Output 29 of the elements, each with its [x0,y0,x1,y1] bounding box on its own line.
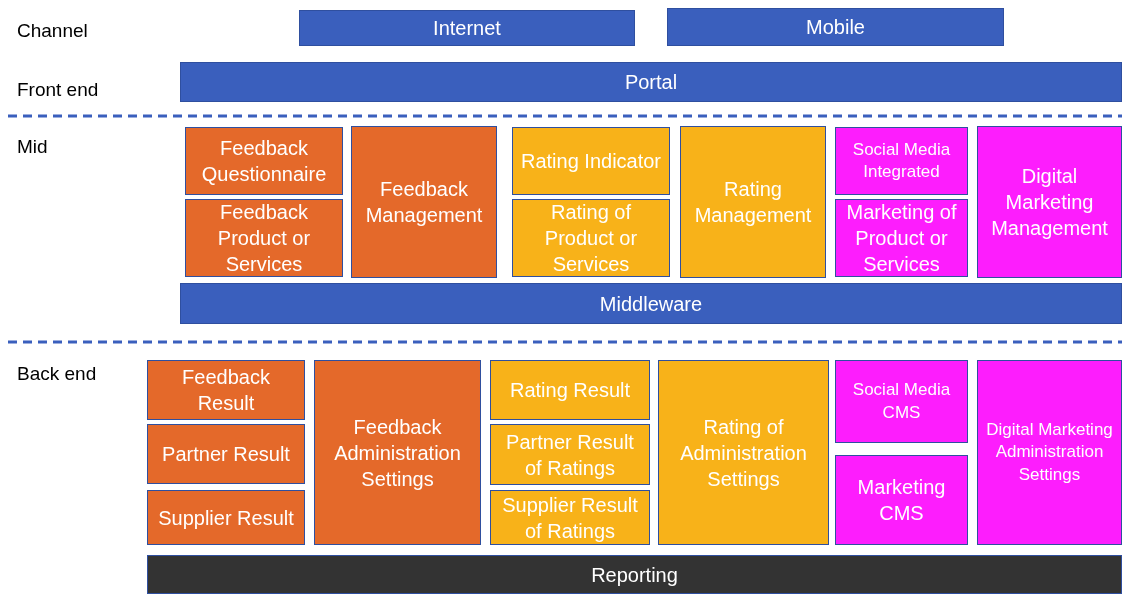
module-box: Social Media CMS [835,360,968,443]
module-box: Rating of Administration Settings [658,360,829,545]
module-box: Feedback Result [147,360,305,420]
module-box: Supplier Result [147,490,305,545]
layer-bar: Portal [180,62,1122,102]
module-box: Social Media Integrated [835,127,968,195]
module-box: Digital Marketing Management [977,126,1122,278]
module-box: Partner Result of Ratings [490,424,650,485]
module-box: Rating of Product or Services [512,199,670,277]
module-box: Feedback Product or Services [185,199,343,277]
module-box: Feedback Administration Settings [314,360,481,545]
module-box: Partner Result [147,424,305,484]
layer-bar: Middleware [180,283,1122,324]
layer-label: Channel [17,20,88,42]
module-box: Rating Management [680,126,826,278]
layer-label: Front end [17,79,99,101]
module-box: Marketing of Product or Services [835,199,968,277]
module-box: Feedback Questionnaire [185,127,343,195]
module-box: Rating Result [490,360,650,420]
module-box: Digital Marketing Administration Settings [977,360,1122,545]
layer-bar: Reporting [147,555,1122,594]
module-box: Feedback Management [351,126,497,278]
module-box: Rating Indicator [512,127,670,195]
layer-label: Back end [17,363,97,385]
layer-label: Mid [17,136,48,158]
layer-bar: Internet [299,10,635,46]
module-box: Marketing CMS [835,455,968,545]
module-box: Supplier Result of Ratings [490,490,650,545]
layer-bar: Mobile [667,8,1004,46]
